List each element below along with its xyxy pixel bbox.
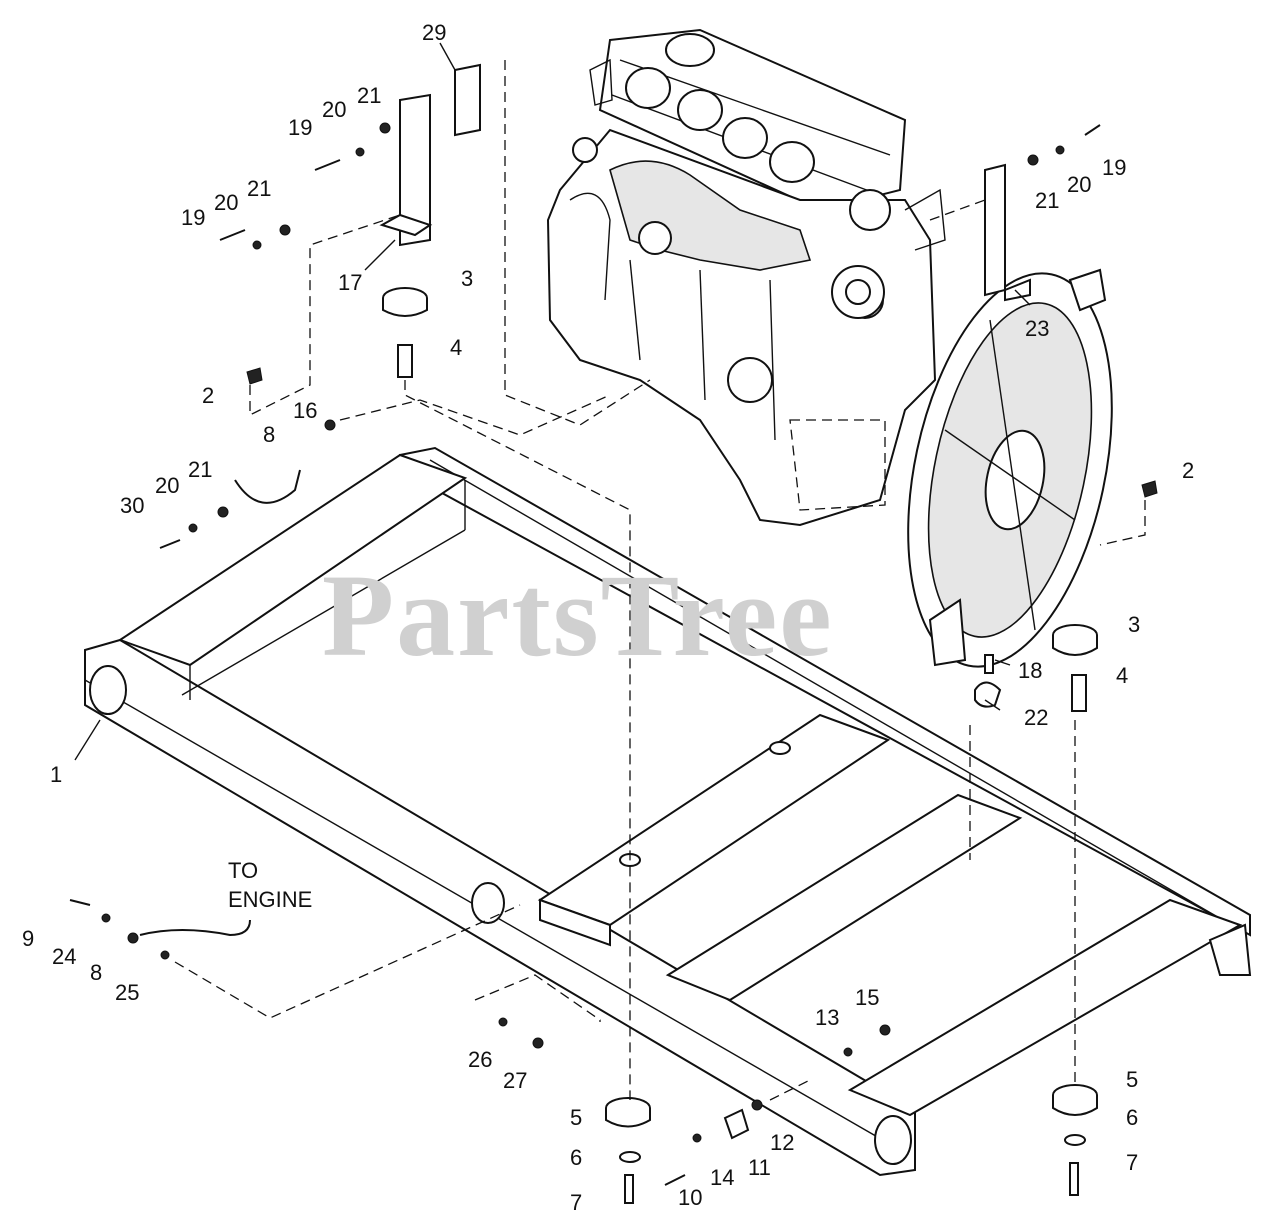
callout-29: 29	[422, 20, 446, 45]
to-engine-note-line1: TO	[228, 858, 258, 883]
callout-1: 1	[50, 762, 62, 787]
callout-6: 6	[570, 1145, 582, 1170]
engine-assembly	[546, 28, 946, 527]
engine-adapter-housing	[907, 268, 1113, 668]
callout-12: 12	[770, 1130, 794, 1155]
callout-3: 3	[461, 266, 473, 291]
callout-17: 17	[338, 270, 362, 295]
callout-2: 2	[1182, 458, 1194, 483]
callout-20: 20	[322, 97, 346, 122]
callout-30: 30	[120, 493, 144, 518]
callout-21: 21	[188, 457, 212, 482]
callout-9: 9	[22, 926, 34, 951]
callout-8: 8	[90, 960, 102, 985]
callout-14: 14	[710, 1165, 734, 1190]
callout-19: 19	[288, 115, 312, 140]
assembly-lines	[174, 60, 1146, 1101]
callout-23: 23	[1025, 316, 1049, 341]
mounting-frame	[84, 446, 1252, 1177]
callout-18: 18	[1018, 658, 1042, 683]
callout-27: 27	[503, 1068, 527, 1093]
brackets-and-mounts	[69, 63, 1158, 1204]
callout-7: 7	[1126, 1150, 1138, 1175]
callout-5: 5	[570, 1105, 582, 1130]
callout-19: 19	[1102, 155, 1126, 180]
callout-3: 3	[1128, 612, 1140, 637]
callout-21: 21	[1035, 188, 1059, 213]
callout-22: 22	[1024, 705, 1048, 730]
callout-19: 19	[181, 205, 205, 230]
callout-6: 6	[1126, 1105, 1138, 1130]
callout-4: 4	[450, 335, 462, 360]
callout-16: 16	[293, 398, 317, 423]
callout-13: 13	[815, 1005, 839, 1030]
callout-20: 20	[214, 190, 238, 215]
callout-5: 5	[1126, 1067, 1138, 1092]
callout-labels: 29 21 20 19 19 20 21 17 3 4 2 16 8 30 20…	[22, 20, 1194, 1215]
callout-20: 20	[1067, 172, 1091, 197]
callout-7: 7	[570, 1190, 582, 1215]
to-engine-note-line2: ENGINE	[228, 887, 312, 912]
callout-10: 10	[678, 1185, 702, 1210]
callout-11: 11	[748, 1155, 771, 1180]
callout-20: 20	[155, 473, 179, 498]
callout-4: 4	[1116, 663, 1128, 688]
callout-26: 26	[468, 1047, 492, 1072]
leader-lines	[74, 42, 1031, 761]
callout-24: 24	[52, 944, 76, 969]
callout-8: 8	[263, 422, 275, 447]
callout-2: 2	[202, 383, 214, 408]
callout-21: 21	[247, 176, 271, 201]
callout-25: 25	[115, 980, 139, 1005]
callout-21: 21	[357, 83, 381, 108]
callout-15: 15	[855, 985, 879, 1010]
